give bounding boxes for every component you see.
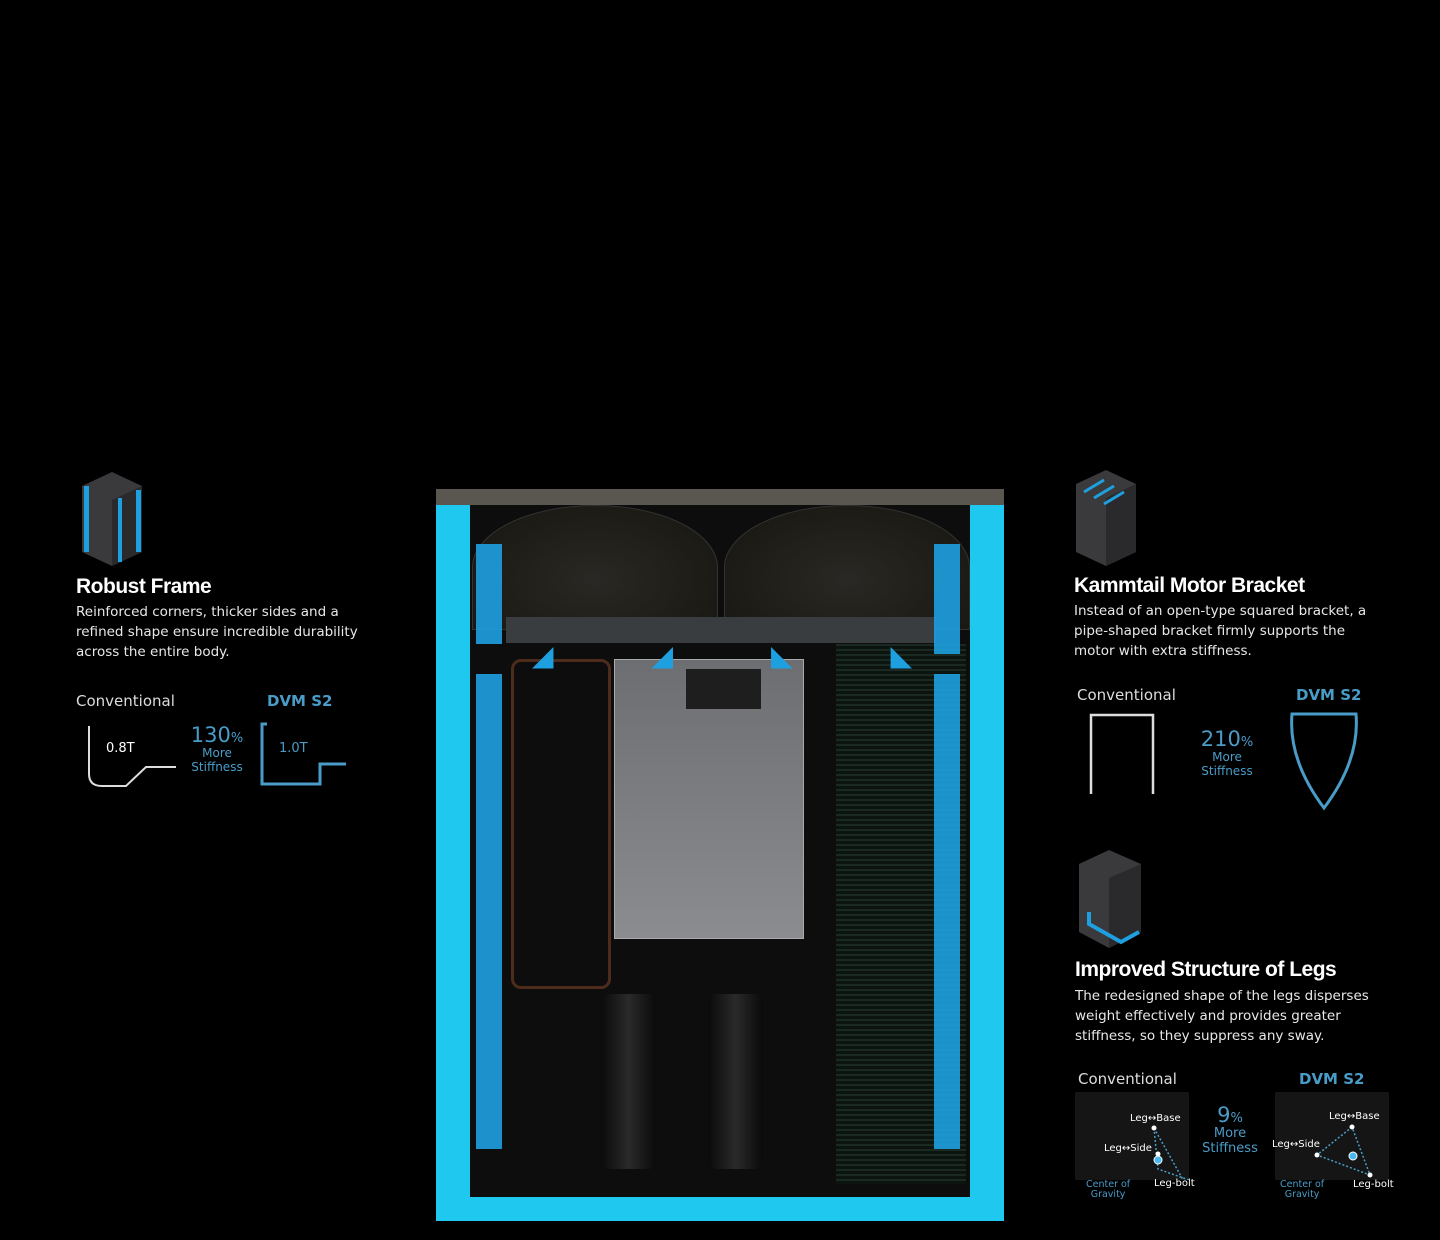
leg-bolt-label: Leg-bolt xyxy=(1154,1178,1195,1189)
outdoor-unit-image: ◢◢◣◣ xyxy=(436,489,1004,1221)
conventional-label: Conventional xyxy=(1078,1070,1177,1088)
leg-base-label: Leg↔Base xyxy=(1329,1111,1380,1122)
frame-cube-icon xyxy=(82,472,142,566)
compressor-right xyxy=(708,994,763,1169)
legs-section: Improved Structure of Legs The redesigne… xyxy=(1075,848,1395,1046)
bracket-cube-icon xyxy=(1076,470,1136,566)
motor-bracket-title: Kammtail Motor Bracket xyxy=(1074,574,1305,597)
conventional-thickness: 0.8T xyxy=(106,741,135,756)
dvm-label: DVM S2 xyxy=(1296,686,1362,704)
frame-base xyxy=(436,1197,1004,1221)
motor-bracket-description: Instead of an open-type squared bracket,… xyxy=(1074,603,1367,659)
dvm-frame-profile xyxy=(260,722,346,786)
leg-side-label: Leg↔Side xyxy=(1104,1143,1152,1154)
conventional-label: Conventional xyxy=(1077,686,1176,704)
leg-bolt-label: Leg-bolt xyxy=(1353,1179,1394,1190)
fan-right xyxy=(724,505,970,630)
compressor-left xyxy=(601,994,656,1169)
robust-frame-section: Robust Frame Reinforced corners, thicker… xyxy=(76,468,376,662)
legs-cube-icon xyxy=(1079,850,1141,948)
robust-frame-description: Reinforced corners, thicker sides and a … xyxy=(76,604,358,660)
dvm-label: DVM S2 xyxy=(1299,1070,1365,1088)
conventional-bracket-profile xyxy=(1089,713,1155,794)
frame-right xyxy=(970,505,1004,1221)
conventional-leg-diagram xyxy=(1075,1092,1189,1180)
conventional-frame-profile xyxy=(88,726,176,787)
leg-side-label: Leg↔Side xyxy=(1272,1139,1320,1150)
leg-base-label: Leg↔Base xyxy=(1130,1113,1181,1124)
robust-frame-title: Robust Frame xyxy=(76,575,212,598)
fan-left xyxy=(472,505,718,630)
legs-description: The redesigned shape of the legs dispers… xyxy=(1075,988,1369,1044)
legs-title: Improved Structure of Legs xyxy=(1075,958,1337,981)
frame-left xyxy=(436,505,470,1221)
motor-bracket-section: Kammtail Motor Bracket Instead of an ope… xyxy=(1074,468,1394,661)
dvm-bracket-profile xyxy=(1290,712,1358,811)
dvm-thickness: 1.0T xyxy=(279,741,308,756)
dvm-label: DVM S2 xyxy=(267,692,333,710)
conventional-label: Conventional xyxy=(76,692,175,710)
dvm-leg-diagram xyxy=(1275,1092,1389,1180)
bracket-arrows: ◢◢◣◣ xyxy=(532,639,912,672)
